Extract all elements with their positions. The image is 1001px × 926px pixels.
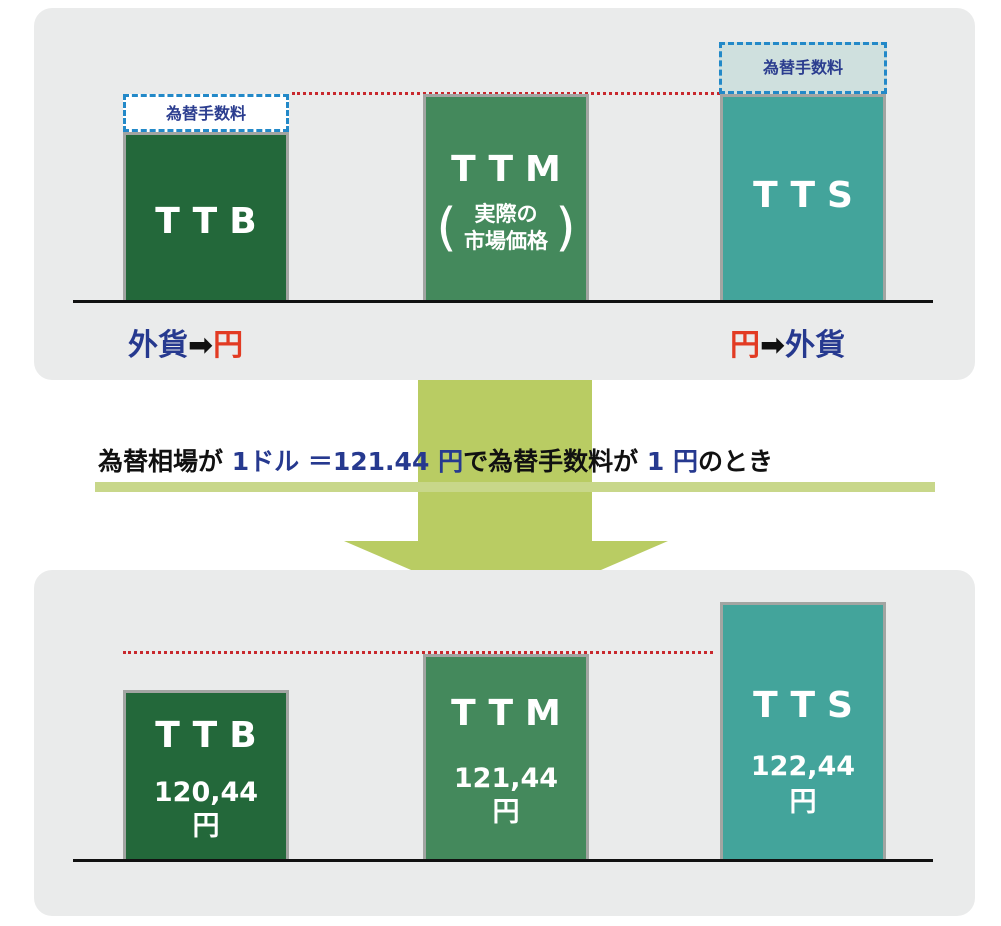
ttm-level-line-bottom [123, 651, 713, 654]
ttm-label-top: TTM [451, 149, 573, 190]
right-arrow-icon: ➡ [760, 328, 786, 363]
caption-rate-value: 121.44 [332, 447, 430, 476]
ttb-value: 120,44 [153, 777, 259, 808]
baseline-top [73, 300, 933, 303]
tts-value: 122,44 [750, 751, 856, 782]
ttb-label-top: TTB [155, 201, 269, 242]
left-conv-to: 円 [213, 328, 244, 363]
ttm-sub-group: ( 実際の 市場価格 ) [426, 201, 586, 255]
tts-unit: 円 [789, 787, 817, 818]
caption-part2: で為替手数料が [463, 447, 639, 476]
tts-label-top: TTS [753, 175, 865, 216]
left-conv-from: 外貨 [128, 328, 188, 363]
ttm-sub-line2: 市場価格 [464, 229, 548, 253]
caption-rate-unit: 1ドル [231, 447, 300, 476]
right-arrow-icon: ➡ [188, 328, 214, 363]
tts-fee-label: 為替手数料 [762, 58, 843, 77]
ttb-label-bottom: TTB [155, 715, 269, 756]
open-paren-icon: ( [436, 198, 457, 258]
ttm-bar-top: TTM ( 実際の 市場価格 ) [423, 94, 589, 300]
ttm-bar-bottom: TTM 121,44 円 [423, 654, 589, 860]
ttb-fee-box: 為替手数料 [123, 94, 289, 132]
caption-fee-yen: 円 [672, 447, 698, 476]
caption-yen: 円 [438, 447, 464, 476]
caption-equals: ＝ [307, 447, 333, 476]
tts-bar-top: TTS [720, 94, 886, 300]
ttm-value: 121,44 [453, 763, 559, 794]
right-conversion: 円➡外貨 [730, 320, 845, 364]
ttb-fee-label: 為替手数料 [165, 104, 246, 123]
ttb-bar-bottom: TTB 120,44 円 [123, 690, 289, 860]
ttm-sub-text: 実際の 市場価格 [464, 201, 548, 255]
caption-underline [95, 482, 935, 492]
right-conv-from: 円 [730, 328, 760, 363]
ttm-sub-line1: 実際の [474, 202, 538, 226]
tts-fee-box: 為替手数料 [719, 42, 887, 94]
ttm-label-bottom: TTM [451, 693, 573, 734]
tts-label-bottom: TTS [753, 685, 865, 726]
ttb-bar-top: TTB [123, 132, 289, 300]
right-conv-to: 外貨 [785, 328, 846, 363]
caption-part3: のとき [697, 447, 773, 476]
down-arrow-body [418, 380, 592, 542]
ttb-unit: 円 [192, 811, 220, 842]
caption-fee-value: 1 [646, 447, 665, 476]
baseline-bottom [73, 859, 933, 862]
ttm-level-line-top [292, 92, 720, 95]
close-paren-icon: ) [555, 198, 576, 258]
caption: 為替相場が 1ドル ＝121.44 円で為替手数料が 1 円のとき [98, 442, 938, 478]
ttm-unit: 円 [492, 797, 520, 828]
caption-part1: 為替相場が [98, 447, 224, 476]
left-conversion: 外貨➡円 [128, 320, 243, 364]
tts-bar-bottom: TTS 122,44 円 [720, 602, 886, 860]
